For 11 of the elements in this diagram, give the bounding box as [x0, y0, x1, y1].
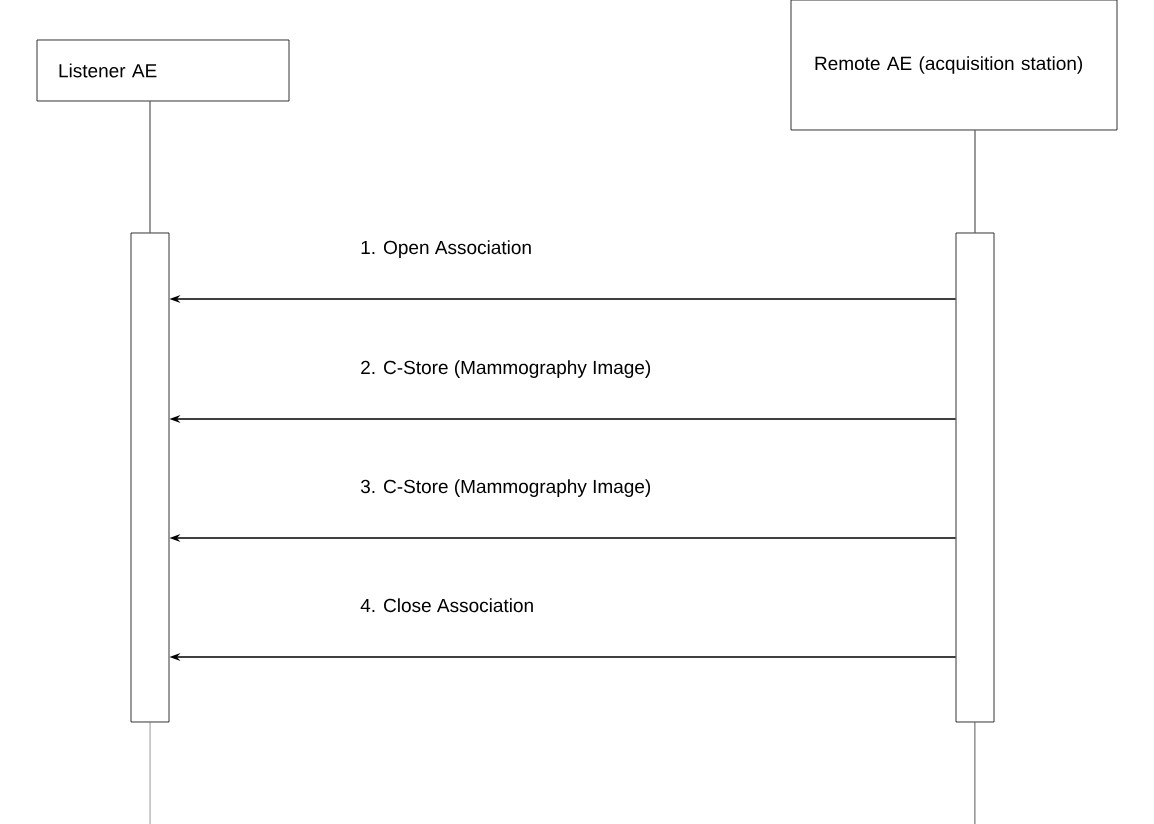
lifeline	[149, 101, 151, 233]
participant-box: Remote AE (acquisition station)	[790, 0, 1118, 131]
activation-bar	[955, 232, 995, 723]
message-label: 2. C-Store (Mammography Image)	[361, 360, 651, 378]
lifeline	[974, 130, 976, 233]
lifeline	[974, 722, 976, 824]
message-label: 1. Open Association	[361, 240, 531, 258]
message-label: 4. Close Association	[360, 598, 533, 613]
participant-box: Listener AE	[36, 39, 290, 102]
activation-bar	[130, 232, 170, 723]
message-label: 3. C-Store (Mammography Image)	[360, 479, 651, 497]
